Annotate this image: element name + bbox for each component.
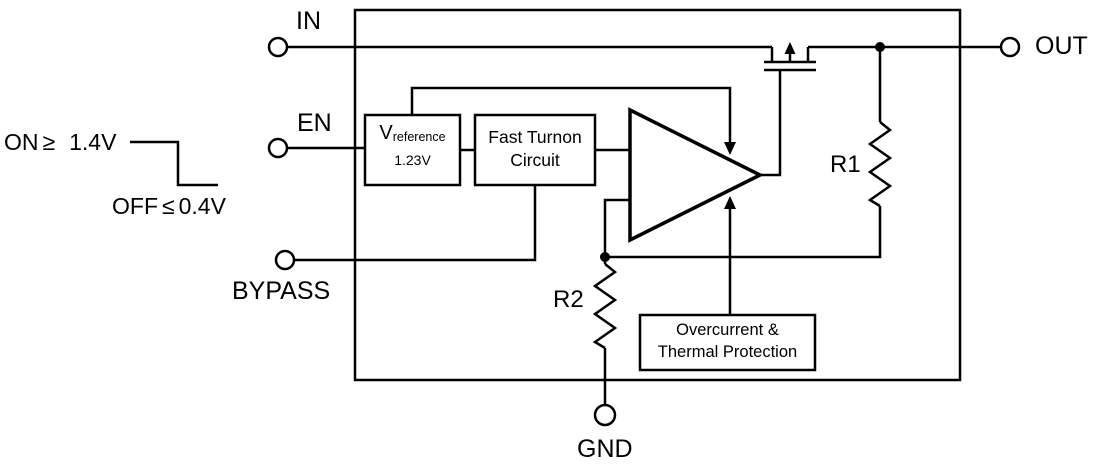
out-pin-terminal <box>999 36 1021 58</box>
transistor-body-arrow <box>784 42 796 54</box>
vref-symbol: V <box>379 122 393 144</box>
protection-line2: Thermal Protection <box>657 343 798 362</box>
reference-to-amp-wire <box>410 86 732 144</box>
enable-waveform <box>130 140 218 187</box>
fast-turnon-line2: Circuit <box>510 149 560 170</box>
feedback-input-wire <box>603 198 630 257</box>
out-node-junction <box>875 42 885 52</box>
off-value: 0.4V <box>178 193 226 219</box>
gnd-pin-terminal <box>593 403 617 427</box>
vref-block <box>363 113 462 187</box>
enable-off-threshold: OFF≤0.4V <box>112 193 226 219</box>
pin-label-en: EN <box>297 109 332 137</box>
bypass-pin-terminal <box>274 249 296 271</box>
r2-resistor <box>592 263 618 350</box>
en-pin-terminal <box>267 137 289 159</box>
vref-name: Vreference <box>366 122 459 145</box>
pin-label-bypass: BYPASS <box>232 277 331 305</box>
pin-label-in: IN <box>296 7 321 35</box>
on-value: 1.4V <box>69 129 117 155</box>
pass-transistor <box>764 47 816 72</box>
pin-label-out: OUT <box>1035 32 1088 60</box>
feedback-divider-wire <box>605 206 882 259</box>
protection-arrowhead <box>724 196 736 209</box>
on-label: ON <box>4 129 39 155</box>
less-equal-symbol: ≤ <box>162 193 175 219</box>
pin-label-gnd: GND <box>577 435 633 463</box>
protection-block <box>638 313 817 372</box>
in-pin-terminal <box>267 36 289 58</box>
greater-equal-symbol: ≥ <box>42 129 56 155</box>
protection-label: Overcurrent & Thermal Protection <box>641 319 814 364</box>
fast-turnon-line1: Fast Turnon <box>488 127 582 147</box>
bypass-wire <box>294 185 537 262</box>
vref-subscript: reference <box>392 130 446 144</box>
feedback-node-junction <box>600 252 610 262</box>
ic-boundary <box>353 8 962 382</box>
reference-arrowhead <box>724 142 736 155</box>
r1-label: R1 <box>830 151 861 178</box>
off-label: OFF <box>112 193 158 219</box>
enable-on-threshold: ON≥1.4V <box>4 129 117 155</box>
vref-block-label: Vreference 1.23V <box>366 122 459 168</box>
r2-label: R2 <box>553 286 584 313</box>
fast-turnon-block <box>473 113 597 187</box>
r1-resistor <box>867 121 893 208</box>
vref-value: 1.23V <box>394 152 431 168</box>
fast-turnon-label: Fast Turnon Circuit <box>476 126 594 172</box>
amp-output-to-gate-wire <box>760 70 782 177</box>
error-amplifier <box>628 107 764 243</box>
protection-line1: Overcurrent & <box>676 321 779 339</box>
